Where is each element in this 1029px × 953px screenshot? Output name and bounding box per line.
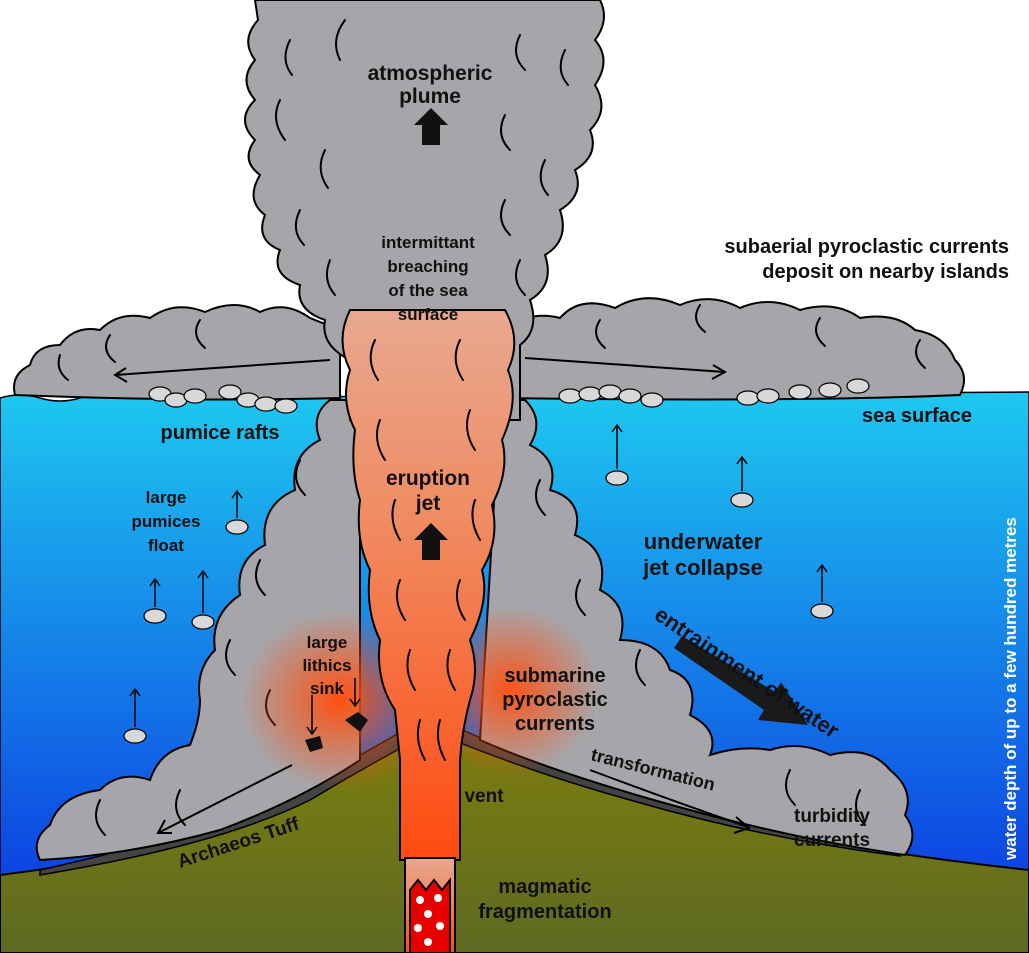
plume-swirl-marks (57, 19, 926, 836)
underwater-collapse-label-2: jet collapse (642, 555, 763, 580)
atmospheric-plume (244, 0, 605, 421)
pumice-rafts-right (558, 378, 870, 408)
large-lithics-label: large (307, 633, 348, 652)
entrainment-arrow (674, 636, 808, 725)
breaching-label-3: of the sea (388, 281, 468, 300)
fragmentation-bubbles (414, 894, 444, 946)
atmospheric-plume-label-2: plume (399, 85, 461, 108)
pumice-rafts-left (148, 384, 298, 414)
right-submarine-cloud (478, 399, 914, 857)
surface-cloud-right (499, 297, 965, 401)
large-pumices-label-2: pumices (132, 512, 201, 531)
atmospheric-plume-label: atmospheric (368, 62, 493, 85)
large-lithics-label-2: lithics (302, 656, 351, 675)
vent-label: vent (464, 786, 504, 807)
subaerial-label-2: deposit on nearby islands (762, 261, 1009, 283)
subaerial-label: subaerial pyroclastic currents (724, 236, 1009, 258)
large-lithics-label-3: sink (310, 679, 345, 698)
jet-swirl-marks (369, 339, 481, 761)
large-pumices-label: large (146, 488, 187, 507)
surface-spread-arrows (113, 357, 728, 383)
breaching-label-2: breaching (387, 257, 468, 276)
breaching-label-4: surface (398, 305, 458, 324)
submarine-currents-label: submarine (504, 665, 605, 687)
water-depth-label: water depth of up to a few hundred metre… (1001, 517, 1020, 861)
sea-surface-label: sea surface (862, 405, 972, 427)
turbidity-currents-label: turbidity (794, 806, 870, 827)
magmatic-fragmentation-label-2: fragmentation (478, 901, 611, 923)
eruption-jet (341, 309, 516, 861)
turbidity-currents-label-2: currents (794, 830, 870, 851)
lithic-block-2 (345, 712, 368, 732)
eruption-jet-label: eruption (386, 467, 470, 490)
lithic-block-1 (305, 736, 323, 752)
large-pumices-label-3: float (148, 536, 184, 555)
eruption-jet-label-2: jet (415, 492, 441, 515)
jet-up-arrow (414, 523, 448, 560)
floating-pumices (123, 470, 834, 744)
pumice-rafts-label: pumice rafts (161, 422, 280, 444)
magmatic-fragmentation-label: magmatic (498, 876, 591, 898)
submarine-currents-label-3: currents (515, 713, 595, 735)
current-arrows (156, 764, 752, 834)
breaching-label: intermittant (381, 233, 475, 252)
lithic-sink-arrows (306, 678, 361, 736)
underwater-collapse-label: underwater (644, 529, 763, 554)
plume-up-arrow (414, 108, 448, 145)
float-arrows (129, 423, 828, 727)
submarine-currents-label-2: pyroclastic (502, 689, 608, 711)
